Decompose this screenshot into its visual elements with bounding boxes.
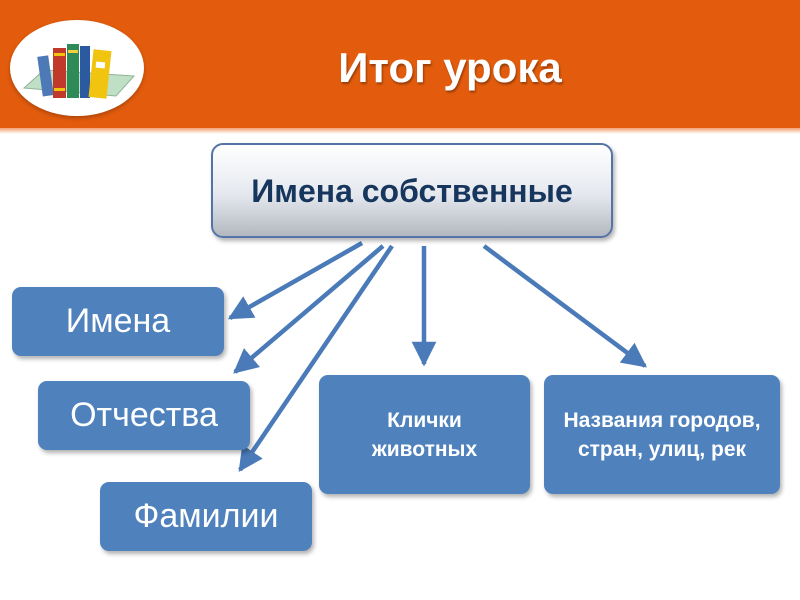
node-nazvaniya: Названия городов, стран, улиц, рек bbox=[544, 375, 780, 494]
node-label: Клички животных bbox=[371, 408, 478, 461]
node-label: Имена bbox=[65, 302, 171, 340]
root-node: Имена собственные bbox=[211, 143, 613, 238]
books-icon bbox=[10, 20, 144, 116]
node-familii: Фамилии bbox=[100, 482, 312, 551]
header-divider bbox=[0, 128, 800, 134]
arrow-to-imena bbox=[227, 241, 364, 320]
node-otchestva: Отчества bbox=[38, 381, 250, 450]
arrow-to-nazvaniya bbox=[482, 244, 647, 368]
node-label: Фамилии bbox=[133, 497, 279, 535]
node-imena: Имена bbox=[12, 287, 224, 356]
root-node-label: Имена собственные bbox=[251, 172, 573, 209]
node-label: Отчества bbox=[70, 396, 218, 434]
arrow-to-otchestva bbox=[233, 244, 385, 374]
node-label: Названия городов, стран, улиц, рек bbox=[563, 408, 761, 461]
arrow-to-familii bbox=[238, 244, 394, 473]
node-klichki: Клички животных bbox=[319, 375, 530, 494]
page-title: Итог урока bbox=[338, 44, 562, 91]
